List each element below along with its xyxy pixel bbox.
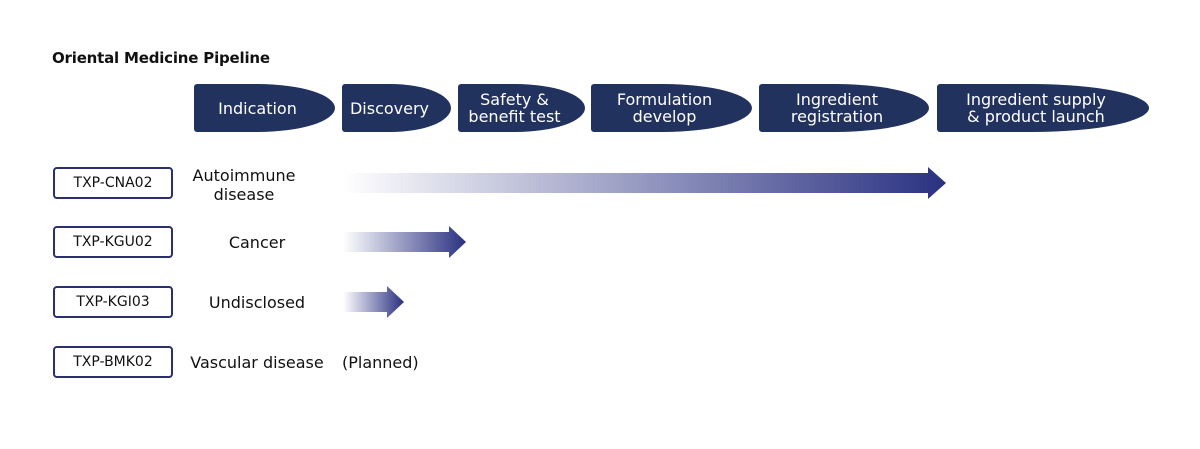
planned-status: (Planned) <box>342 353 419 372</box>
drug-code-badge: TXP-CNA02 <box>53 167 173 199</box>
indication-label: Autoimmune disease <box>192 166 296 204</box>
drug-code-badge: TXP-KGI03 <box>53 286 173 318</box>
stage-label: Ingredient registration <box>790 90 884 126</box>
stage-label: Formulation develop <box>616 90 713 126</box>
stage-label: Safety & benefit test <box>468 90 561 126</box>
indication-label: Cancer <box>228 233 286 252</box>
drug-code-badge: TXP-BMK02 <box>53 346 173 378</box>
progress-arrow <box>343 167 946 199</box>
stage-ingredient-registration: Ingredient registration <box>759 84 929 132</box>
progress-arrow <box>343 286 404 318</box>
page-title: Oriental Medicine Pipeline <box>52 49 270 67</box>
stage-indication: Indication <box>194 84 335 132</box>
indication-label: Undisclosed <box>208 293 306 312</box>
stage-label: Indication <box>218 98 297 118</box>
indication-label: Vascular disease <box>190 353 324 372</box>
stage-formulation-develop: Formulation develop <box>591 84 752 132</box>
stage-label: Ingredient supply & product launch <box>966 90 1106 126</box>
drug-code-badge: TXP-KGU02 <box>53 226 173 258</box>
stage-ingredient-supply-launch: Ingredient supply & product launch <box>937 84 1149 132</box>
progress-arrow <box>343 226 466 258</box>
stage-safety-benefit-test: Safety & benefit test <box>458 84 585 132</box>
stage-label: Discovery <box>349 98 430 118</box>
stage-discovery: Discovery <box>342 84 451 132</box>
